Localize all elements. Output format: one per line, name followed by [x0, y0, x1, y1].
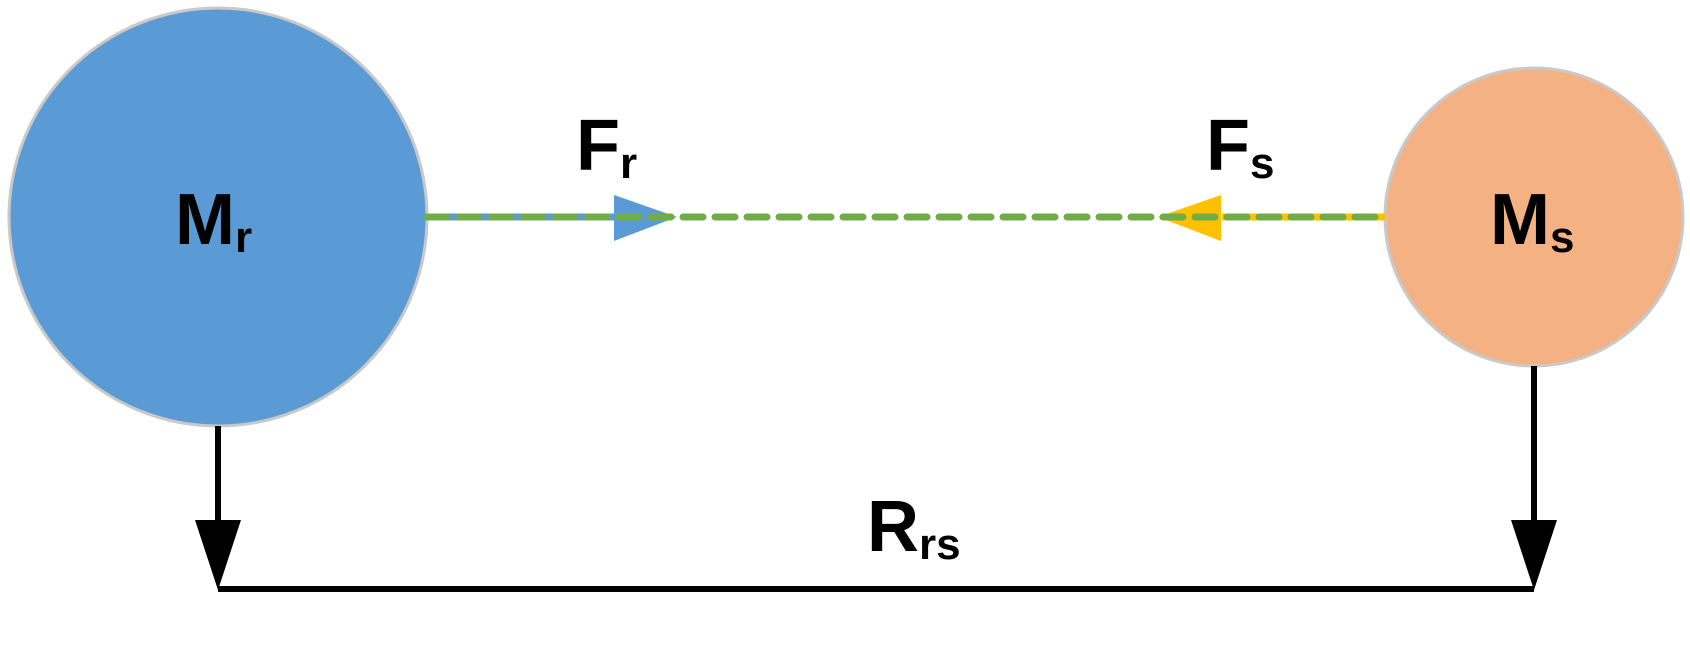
force-s-label: Fs — [1206, 106, 1274, 188]
distance-arrowhead-left — [195, 520, 241, 590]
distance-label: Rrs — [867, 487, 961, 569]
mass-s-label-sub: s — [1550, 213, 1574, 262]
mass-r-label-sub: r — [235, 213, 252, 262]
force-r-label: Fr — [576, 106, 637, 188]
force-r-arrowhead — [614, 195, 677, 241]
mass-s-label-main: M — [1490, 180, 1550, 260]
force-r-label-sub: r — [620, 139, 637, 188]
force-r-label-main: F — [576, 106, 620, 186]
force-s-label-main: F — [1206, 106, 1250, 186]
mass-r-label-main: M — [175, 180, 235, 260]
distance-arrowhead-right — [1511, 520, 1557, 590]
force-s-label-sub: s — [1250, 139, 1274, 188]
distance-label-sub: rs — [919, 520, 961, 569]
distance-label-main: R — [867, 487, 919, 567]
mass-s-label: Ms — [1490, 180, 1574, 262]
force-s-arrowhead — [1158, 195, 1221, 241]
mass-r-label: Mr — [175, 180, 252, 262]
